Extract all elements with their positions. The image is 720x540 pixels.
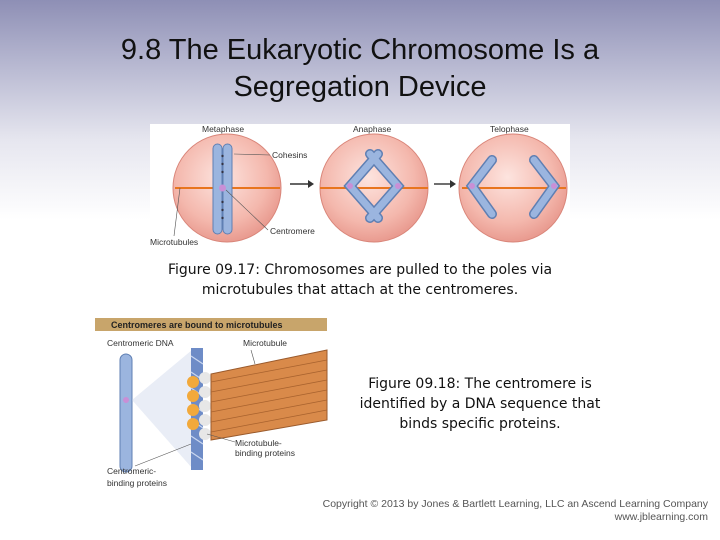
callout-centromere: Centromere — [270, 226, 315, 236]
segregation-diagram: Metaphase Cohesins Centromere Microtubul… — [150, 124, 570, 250]
publisher-url: www.jblearning.com — [312, 511, 708, 524]
figure2-caption: Figure 09.18: The centromere is identifi… — [350, 374, 610, 434]
label-mt-binding-1: Microtubule- — [235, 438, 282, 448]
callout-microtubules: Microtubules — [150, 237, 198, 247]
figure2-caption-line3: binds specific proteins. — [350, 414, 610, 434]
copyright-text: Copyright © 2013 by Jones & Bartlett Lea… — [312, 498, 708, 511]
metaphase-centromere — [219, 185, 226, 192]
callout-cohesins: Cohesins — [272, 150, 307, 160]
arrow-icon — [290, 180, 314, 188]
figure1-caption: Figure 09.17: Chromosomes are pulled to … — [150, 260, 570, 300]
label-centromeric-dna: Centromeric DNA — [107, 338, 174, 348]
figure1-caption-line2: microtubules that attach at the centrome… — [150, 280, 570, 300]
label-telophase: Telophase — [490, 124, 529, 134]
label-centromeric-binding-2: binding proteins — [107, 478, 167, 488]
copyright-footer: Copyright © 2013 by Jones & Bartlett Lea… — [312, 498, 708, 524]
figure1-caption-line1: Figure 09.17: Chromosomes are pulled to … — [150, 260, 570, 280]
microtubule-bundle — [211, 350, 327, 440]
chromosome — [120, 354, 132, 472]
slide-title-line1: 9.8 The Eukaryotic Chromosome Is a — [40, 32, 680, 69]
figure-chromosome-segregation: Metaphase Cohesins Centromere Microtubul… — [150, 124, 570, 250]
centromere-diagram: Centromeres are bound to microtubules Ce… — [95, 316, 335, 492]
label-mt-binding-2: binding proteins — [235, 448, 295, 458]
zoom-wedge — [132, 350, 192, 468]
arrow-icon — [434, 180, 456, 188]
label-microtubule: Microtubule — [243, 338, 287, 348]
figure2-caption-line2: identified by a DNA sequence that — [350, 394, 610, 414]
slide-title: 9.8 The Eukaryotic Chromosome Is a Segre… — [40, 32, 680, 106]
slide-title-line2: Segregation Device — [40, 69, 680, 106]
centromere-dot — [123, 397, 129, 403]
figure-centromere-binding: Centromeres are bound to microtubules Ce… — [95, 316, 335, 492]
figure2-caption-line1: Figure 09.18: The centromere is — [350, 374, 610, 394]
figure2-header: Centromeres are bound to microtubules — [111, 320, 283, 330]
label-centromeric-binding-1: Centromeric- — [107, 466, 156, 476]
label-metaphase: Metaphase — [202, 124, 244, 134]
label-anaphase: Anaphase — [353, 124, 392, 134]
